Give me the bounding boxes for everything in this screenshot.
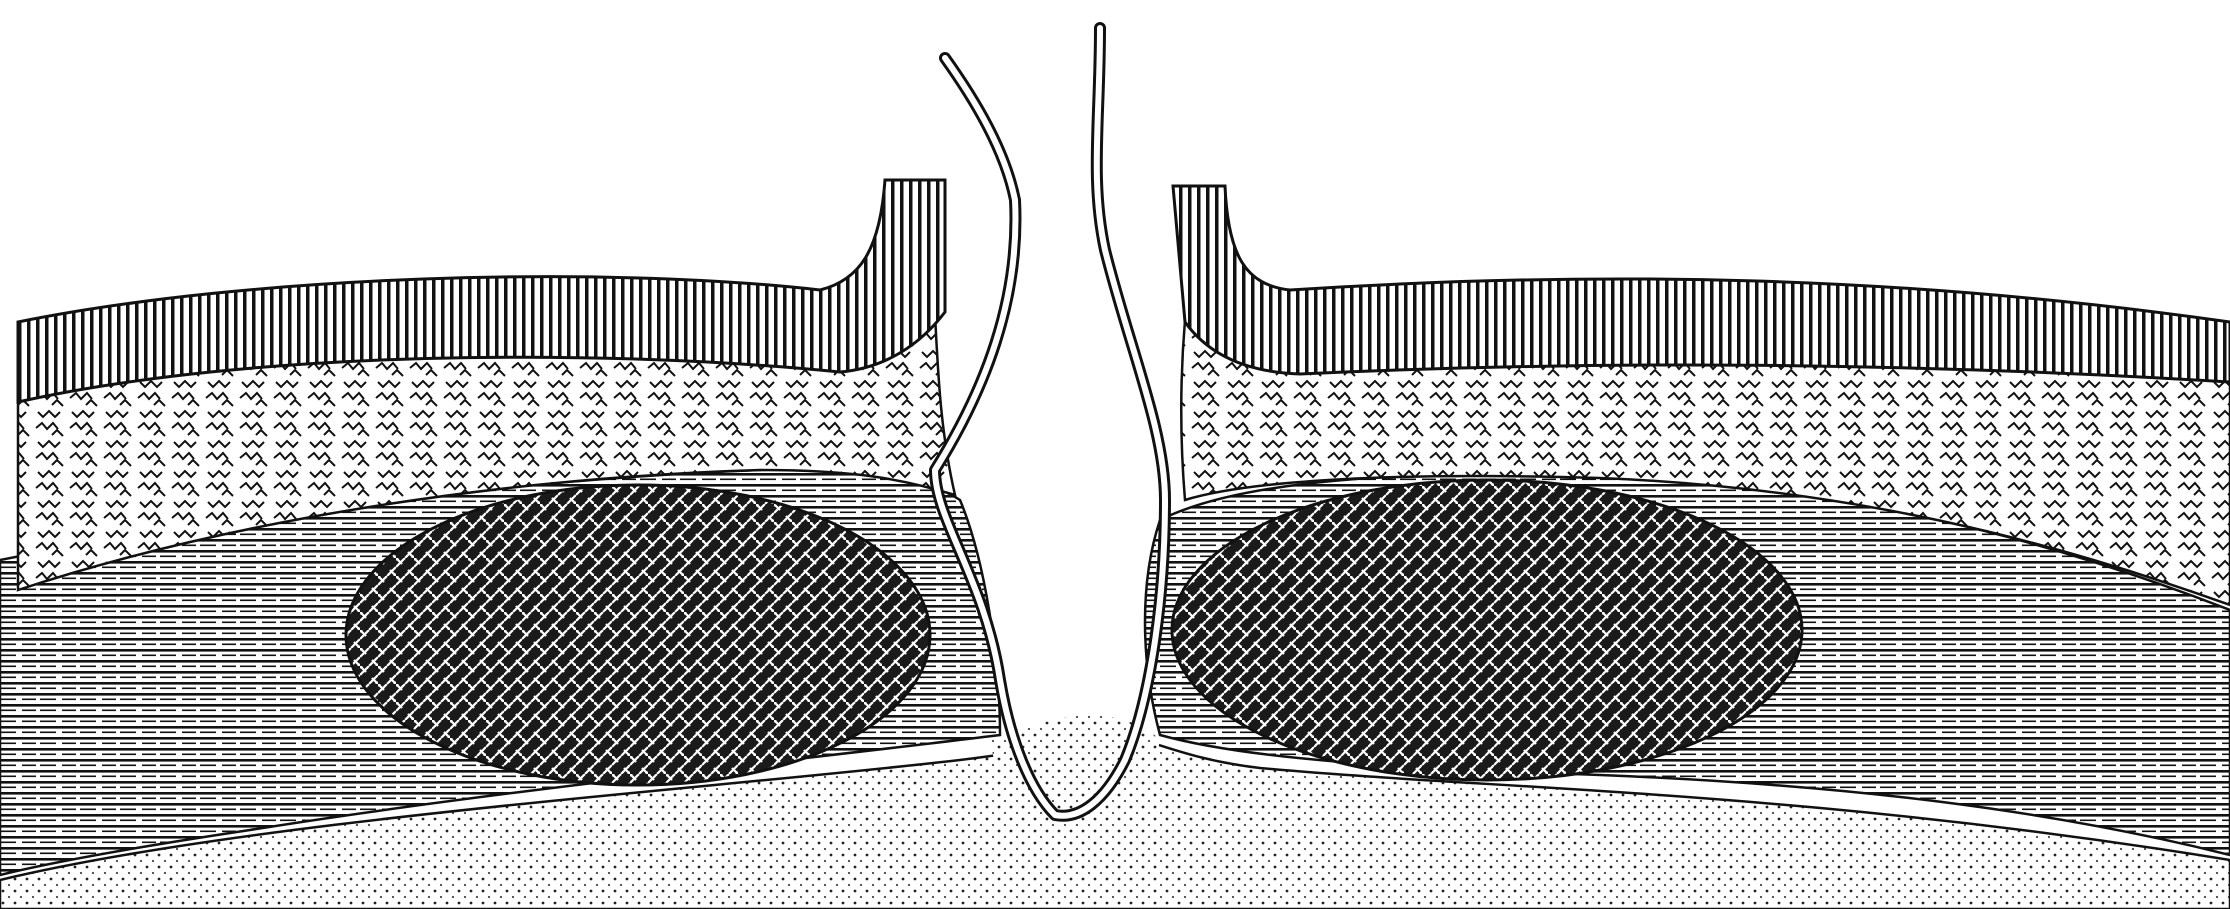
gland-left — [346, 485, 930, 785]
gland-right — [1172, 480, 1802, 780]
